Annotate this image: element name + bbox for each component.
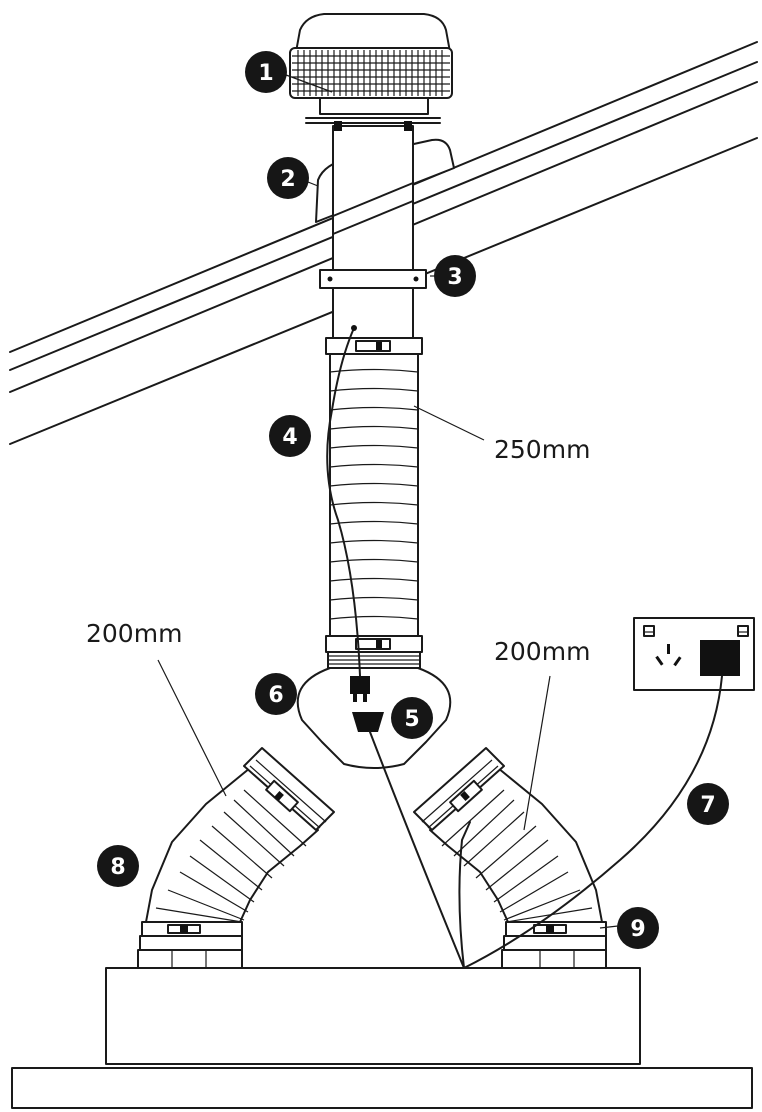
callout-7: 7 (687, 783, 729, 825)
callout-8: 8 (97, 845, 139, 887)
support-bracket (319, 269, 427, 289)
callout-1: 1 (245, 51, 287, 93)
main-flex-duct (325, 337, 423, 669)
callout-3: 3 (434, 255, 476, 297)
dim-left-branch: 200mm (86, 619, 182, 648)
callout-6-label: 6 (268, 683, 283, 708)
callout-8-label: 8 (110, 855, 125, 880)
outlet-lead (463, 675, 723, 969)
left-branch-duct (137, 747, 335, 969)
rafter-front (332, 182, 414, 235)
return-cable (458, 821, 471, 969)
dim-main-duct: 250mm (494, 435, 590, 464)
roof-fan-cowl (289, 13, 453, 131)
power-outlet (633, 617, 755, 691)
callout-6: 6 (255, 673, 297, 715)
callout-3-label: 3 (447, 265, 462, 290)
callout-5-label: 5 (404, 707, 419, 732)
vertical-pipe (332, 125, 414, 345)
lower-cable (369, 731, 465, 969)
callout-badges: 1 2 3 4 5 6 7 8 9 (97, 51, 729, 949)
base-plate (11, 1067, 753, 1109)
callout-9: 9 (617, 907, 659, 949)
callout-4-label: 4 (282, 425, 297, 450)
ceiling-box (105, 967, 641, 1065)
callout-9-label: 9 (630, 917, 645, 942)
callout-7-label: 7 (700, 793, 715, 818)
callout-5: 5 (391, 697, 433, 739)
callout-4: 4 (269, 415, 311, 457)
power-outlet-icon (655, 644, 682, 667)
callout-2-label: 2 (280, 167, 295, 192)
callout-1-label: 1 (258, 61, 273, 86)
callout-2: 2 (267, 157, 309, 199)
plug-icon (350, 676, 384, 732)
right-branch-duct (413, 747, 607, 969)
power-cable (326, 325, 361, 677)
dim-right-branch: 200mm (494, 637, 590, 666)
